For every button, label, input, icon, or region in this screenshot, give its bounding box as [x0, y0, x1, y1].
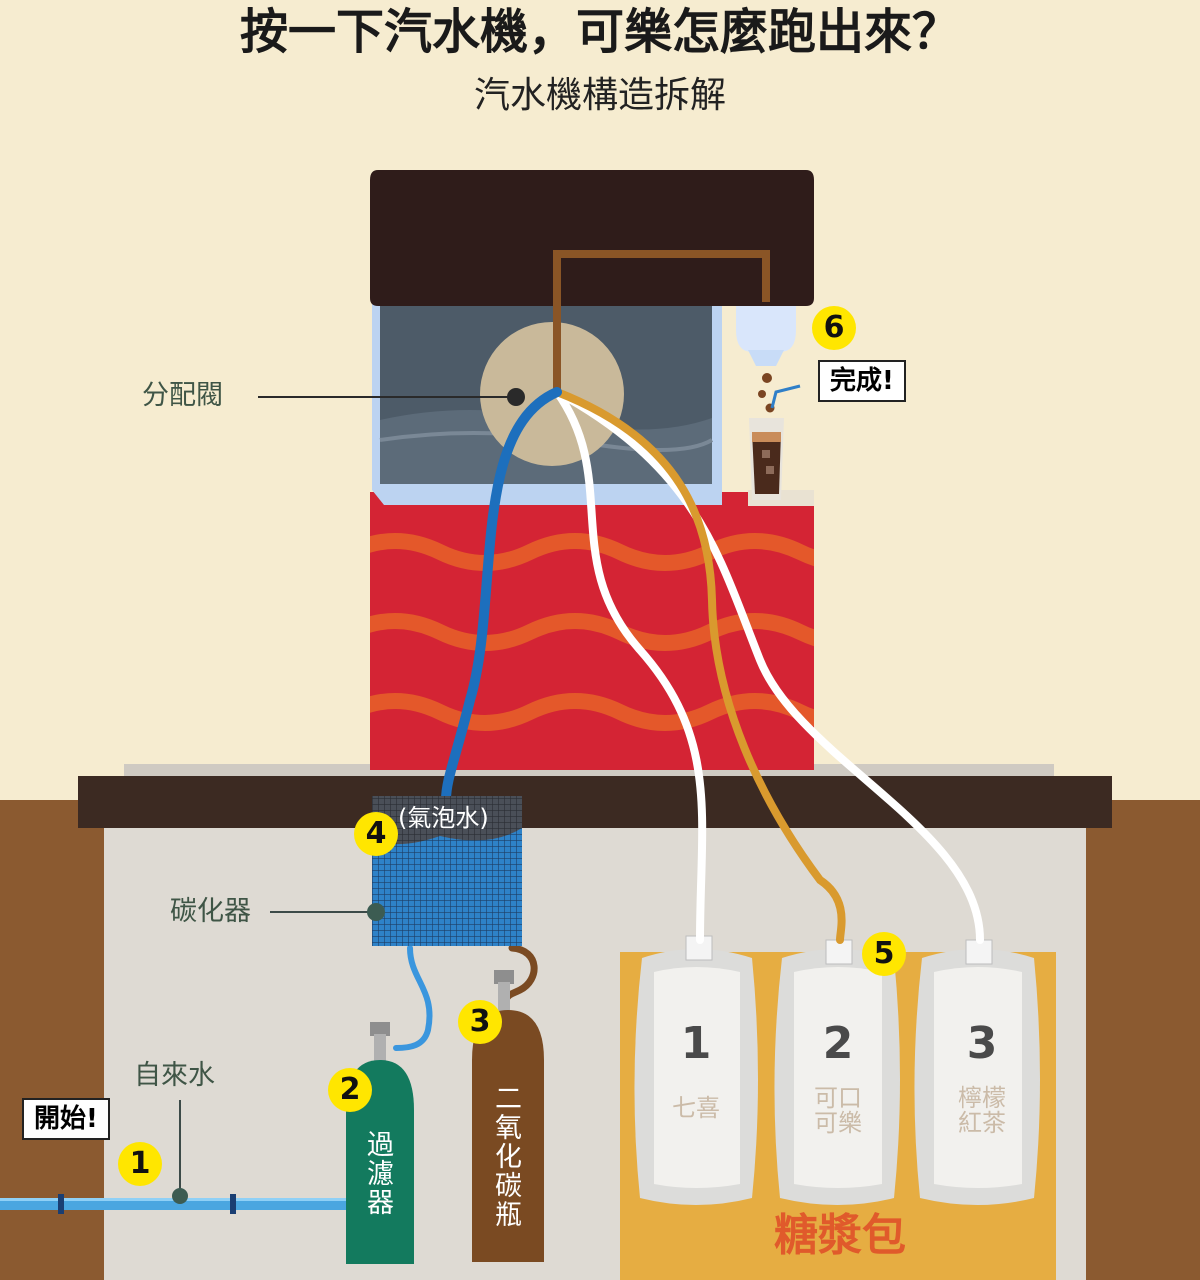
counter-top — [78, 776, 1112, 828]
cup-of-cola — [748, 384, 814, 506]
bag-number-3: 3 — [966, 1018, 998, 1069]
page-title: 按一下汽水機，可樂怎麼跑出來？ — [239, 4, 960, 60]
bag-number-2: 2 — [822, 1018, 854, 1069]
filter-tank — [346, 1022, 414, 1264]
supply-lines — [393, 387, 984, 1051]
bag-name-2: 可口 可樂 — [814, 1084, 862, 1138]
carbonator-label: 碳化器 — [170, 896, 251, 927]
start-bubble: 開始! — [22, 1098, 110, 1140]
syrup-packs-label: 糖漿包 — [774, 1210, 906, 1261]
co2-tank — [472, 970, 544, 1262]
carbonator — [372, 796, 522, 946]
page-subtitle: 汽水機構造拆解 — [473, 75, 726, 116]
step-marker-6: 6 — [812, 306, 856, 350]
sparkling-water-label: (氣泡水) — [398, 804, 489, 832]
machine-top — [370, 170, 814, 306]
step-marker-5: 5 — [862, 932, 906, 976]
tap-water-pipe — [0, 1100, 348, 1214]
valve-label: 分配閥 — [142, 380, 223, 411]
step-marker-2: 2 — [328, 1068, 372, 1112]
step-marker-1: 1 — [118, 1142, 162, 1186]
step-marker-3: 3 — [458, 1000, 502, 1044]
filter-label: 過濾器 — [362, 1130, 393, 1217]
bag-number-1: 1 — [680, 1018, 712, 1069]
step-marker-4: 4 — [354, 812, 398, 856]
leader-lines — [258, 388, 525, 921]
tap-water-label: 自來水 — [134, 1060, 215, 1091]
done-bubble: 完成! — [818, 360, 906, 402]
co2-tank-label: 二氧化碳瓶 — [490, 1084, 521, 1229]
bag-name-3: 檸檬 紅茶 — [958, 1084, 1006, 1138]
nozzle — [736, 306, 796, 413]
bag-name-1: 七喜 — [672, 1094, 720, 1122]
syrup-bags — [634, 935, 1040, 1205]
internal-line — [553, 250, 770, 390]
